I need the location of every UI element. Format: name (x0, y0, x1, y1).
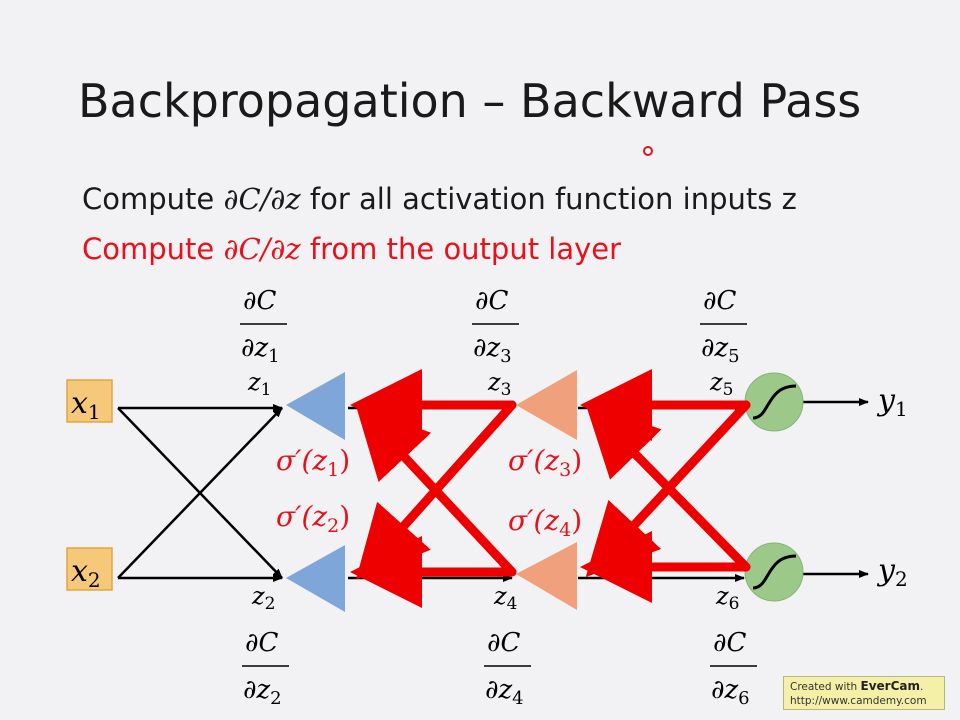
line1-prefix: Compute (82, 182, 224, 216)
grad-denominator: ∂z4 (485, 675, 524, 709)
grad-numerator: ∂C (243, 286, 276, 316)
line2-math: ∂C/∂z (223, 232, 301, 266)
output-label-y1: y1 (876, 383, 908, 421)
line1-math: ∂C/∂z (223, 182, 301, 216)
watermark-link[interactable]: http://www.camdemy.com (790, 695, 927, 707)
back-z4-z1 (355, 404, 517, 577)
line2-prefix: Compute (82, 232, 224, 266)
slide-title: Backpropagation – Backward Pass (78, 74, 862, 128)
edge-x2-z1 (117, 407, 283, 579)
gradient-z5: ∂C ∂z5 (700, 286, 747, 367)
grad-numerator: ∂C (475, 286, 508, 316)
neuron-z3-triangle (516, 370, 577, 440)
backward-edges (350, 369, 751, 608)
grad-denominator: ∂z5 (701, 333, 740, 367)
z-label-2: z2 (251, 582, 275, 614)
gradient-z2: ∂C ∂z2 (242, 628, 289, 709)
output-node-2 (744, 542, 804, 602)
grad-denominator: ∂z6 (711, 675, 750, 709)
derivative-z1: σ′(z1) (276, 444, 350, 481)
neuron-z2-triangle (286, 545, 345, 612)
output-label-y2: y2 (876, 553, 908, 591)
z-label-1: z1 (247, 368, 271, 400)
grad-denominator: ∂z3 (473, 333, 512, 367)
instruction-line-2: Compute ∂C/∂z from the output layer (82, 232, 621, 266)
grad-numerator: ∂C (487, 628, 520, 658)
watermark-badge[interactable]: Created with EverCam. http://www.camdemy… (783, 676, 945, 710)
sigmoid-icon (752, 384, 797, 420)
sigmoid-icon (752, 554, 797, 590)
derivative-z3: σ′(z3) (508, 444, 582, 481)
z-label-6: z6 (715, 582, 739, 614)
back-z6-z3 (585, 403, 751, 572)
grad-numerator: ∂C (713, 628, 746, 658)
input-box-x2 (66, 547, 113, 591)
line2-suffix: from the output layer (300, 232, 622, 266)
gradient-z1: ∂C ∂z1 (240, 286, 287, 367)
gradient-z6: ∂C ∂z6 (710, 628, 757, 709)
output-node-1 (744, 372, 804, 432)
gradient-z3: ∂C ∂z3 (472, 286, 519, 367)
z-label-3: z3 (487, 368, 511, 400)
neuron-z1-triangle (286, 372, 345, 440)
instruction-line-1: Compute ∂C/∂z for all activation functio… (82, 182, 797, 216)
input-label-x1: x1 (71, 386, 101, 424)
input-label-x2: x2 (71, 554, 101, 592)
neuron-z4-triangle (516, 542, 577, 610)
grad-numerator: ∂C (245, 628, 278, 658)
grad-denominator: ∂z1 (241, 333, 280, 367)
z-label-4: z4 (493, 582, 517, 614)
grad-numerator: ∂C (703, 286, 736, 316)
line1-suffix: for all activation function inputs z (300, 182, 797, 216)
pointer-cursor-icon (643, 146, 653, 156)
derivative-z4: σ′(z4) (508, 504, 582, 541)
z-label-5: z5 (709, 368, 733, 400)
derivative-z2: σ′(z2) (276, 500, 350, 537)
input-box-x1 (66, 379, 113, 423)
grad-denominator: ∂z2 (243, 675, 282, 709)
watermark-line-1: Created with EverCam. (790, 679, 924, 693)
gradient-z4: ∂C ∂z4 (484, 628, 531, 709)
back-z3-z2 (356, 400, 517, 580)
